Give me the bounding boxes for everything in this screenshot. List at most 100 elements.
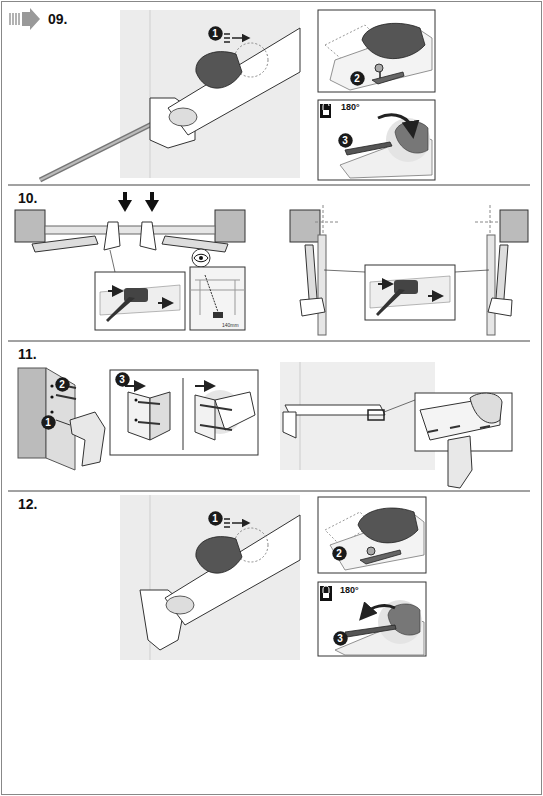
operator-arm-unlock-part-part xyxy=(232,37,246,39)
gate-open-top-view-part xyxy=(324,270,365,272)
step-number: 12. xyxy=(18,496,37,512)
inset-panel-part xyxy=(345,625,396,637)
operator-arm-unlock-part-part xyxy=(224,33,230,35)
inset-panel-part xyxy=(318,582,426,656)
gate-closed-top-view-part xyxy=(150,192,154,201)
inset-panel xyxy=(318,497,426,573)
gate-closed-top-view-part xyxy=(123,192,127,201)
inset-panel xyxy=(318,100,435,180)
gate-photo-inset-part xyxy=(205,275,218,312)
gate-open-top-view-part xyxy=(428,295,438,297)
gate-arm-fixing-part xyxy=(470,393,502,423)
wall-drilling-part xyxy=(18,368,46,458)
inset-panel-part xyxy=(320,586,332,601)
inset-panel-part xyxy=(375,64,383,72)
inset-panel-part xyxy=(323,103,329,110)
eye-icon-part xyxy=(192,249,210,267)
step-arrow-icon xyxy=(10,8,40,30)
operator-arm-unlock-part xyxy=(196,52,242,89)
gate-arm-fixing-part xyxy=(450,426,460,428)
operator-arm-lock-part xyxy=(166,596,194,614)
operator-arm-unlock-part xyxy=(120,10,300,178)
gate-closed-top-view xyxy=(15,192,245,330)
bracket-fixing-inset-part xyxy=(110,370,258,455)
operator-arm-lock xyxy=(120,495,300,660)
operator-arm-unlock-part-part xyxy=(224,37,230,39)
gate-open-top-view-part xyxy=(365,265,455,320)
callout-text: 2 xyxy=(55,377,70,392)
inset-panel-part xyxy=(323,110,329,115)
gate-arm-fixing-part xyxy=(448,436,472,488)
gate-open-top-view-part xyxy=(300,298,325,316)
callout-circle xyxy=(332,546,346,560)
bracket-fixing-inset-part xyxy=(200,425,232,430)
section-separator-part xyxy=(8,491,530,492)
gate-open-top-view-part xyxy=(500,210,528,242)
gate-photo-inset xyxy=(190,267,245,330)
bracket-fixing-inset-part xyxy=(135,419,138,422)
eye-icon xyxy=(192,249,210,267)
gate-closed-top-view-part xyxy=(140,222,156,250)
section-separator xyxy=(8,185,530,491)
gate-closed-top-view-part xyxy=(110,250,115,272)
inset-panel-part xyxy=(323,593,329,598)
wall-drilling-part xyxy=(50,384,53,387)
operator-arm-lock-part-part xyxy=(224,518,230,520)
operator-arm-unlock-part xyxy=(224,34,246,42)
operator-arm-unlock-part xyxy=(40,120,160,180)
callout-circle xyxy=(350,71,364,85)
gate-open-top-view-part xyxy=(475,222,500,223)
inset-panel-part xyxy=(318,10,435,92)
step-arrow-icon-part xyxy=(9,13,11,25)
gate-arm-fixing-part xyxy=(428,430,438,432)
gate-open-top-view-part xyxy=(370,276,450,308)
callout-number: 3 xyxy=(333,631,348,646)
gate-arm-fixing-part xyxy=(283,412,296,438)
gate-closed-top-view-part xyxy=(158,302,168,304)
gate-closed-top-view-part xyxy=(15,210,45,242)
gate-arm-fixing-part xyxy=(280,362,435,470)
operator-arm-unlock-part xyxy=(40,120,160,180)
gate-closed-top-view-part xyxy=(162,236,228,252)
callout-number: 1 xyxy=(41,415,56,430)
inset-panel-part xyxy=(386,118,430,162)
bracket-fixing-inset-part xyxy=(135,399,138,402)
step-arrow-icon-part xyxy=(12,13,14,25)
callout-circle xyxy=(55,377,69,391)
inset-panel-part xyxy=(362,23,425,58)
step-number: 10. xyxy=(18,190,37,206)
gate-open-top-view-part xyxy=(488,298,512,316)
inset-panel-part xyxy=(320,104,331,118)
callout-number: 1 xyxy=(208,511,223,526)
operator-arm-lock-part-part xyxy=(232,522,246,524)
gate-photo-inset-part xyxy=(190,267,245,330)
inset-panel-part xyxy=(323,586,329,593)
step-arrow-icon-part xyxy=(22,8,40,30)
dimension-label: 140mm xyxy=(222,322,239,328)
gate-photo-inset-part xyxy=(200,280,201,315)
gate-open-top-view-part xyxy=(290,210,320,242)
callout-circle xyxy=(41,415,55,429)
gate-arm-fixing-part xyxy=(368,410,384,420)
callout-number: 2 xyxy=(55,377,70,392)
operator-arm-unlock-part xyxy=(150,10,151,178)
gate-closed-top-view-part xyxy=(104,222,120,250)
section-separator-part xyxy=(8,185,530,186)
callout-text: 2 xyxy=(332,546,347,561)
bracket-fixing-inset-part xyxy=(138,402,160,404)
rotation-angle: 180° xyxy=(341,102,360,112)
gate-photo-inset-part xyxy=(235,280,236,315)
callout-text: 3 xyxy=(338,133,353,148)
eye-icon-part xyxy=(194,254,208,262)
bracket-fixing-inset xyxy=(110,370,258,455)
gate-photo-inset-part xyxy=(213,312,223,318)
gate-closed-top-view-part xyxy=(106,297,135,322)
callout-circle xyxy=(333,631,347,645)
operator-arm-lock-part xyxy=(165,515,300,625)
wall-drilling-part xyxy=(56,395,76,399)
gate-open-top-view xyxy=(290,205,528,335)
callout-number: 1 xyxy=(208,26,223,41)
